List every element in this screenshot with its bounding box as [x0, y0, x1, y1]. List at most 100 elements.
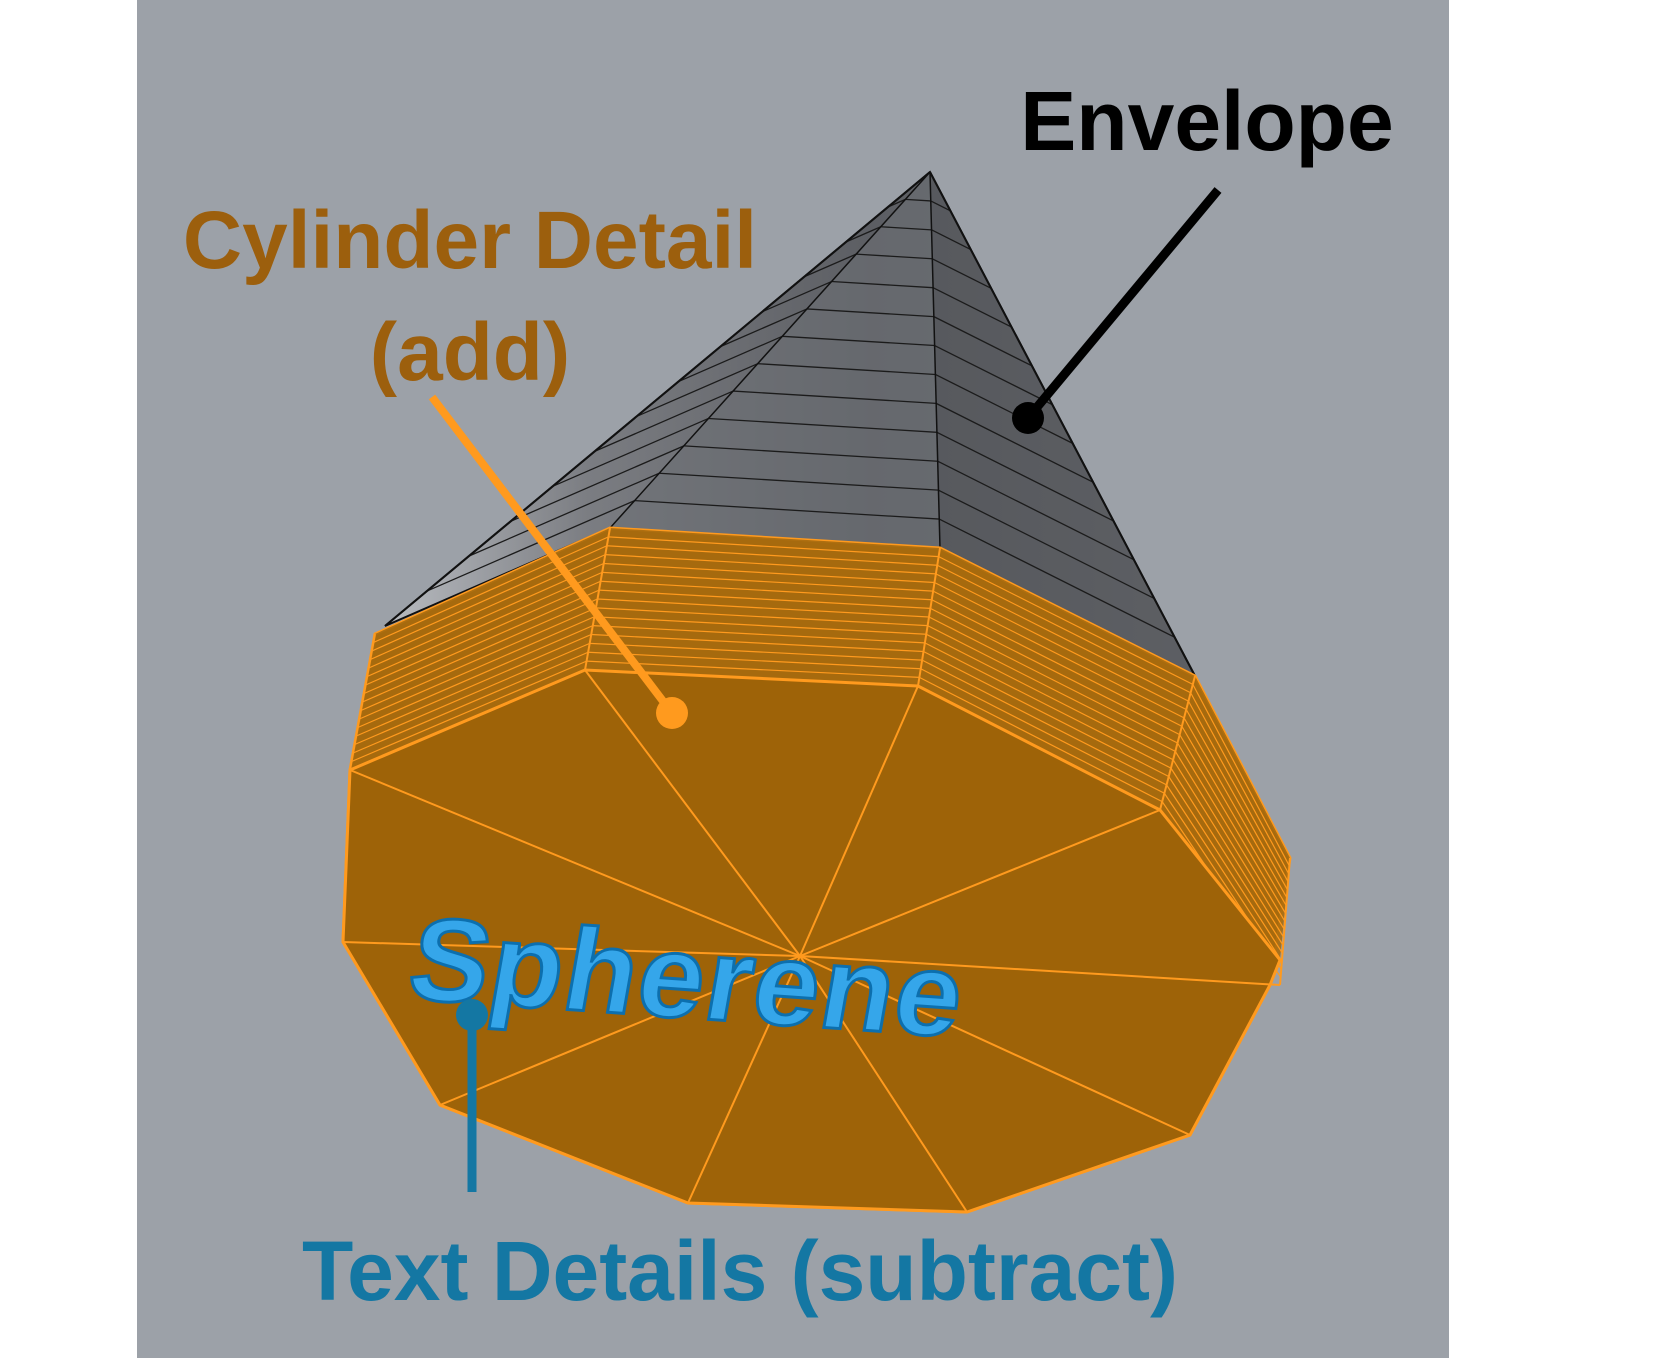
- mesh-line: [552, 417, 709, 487]
- mesh-line: [599, 589, 931, 609]
- mesh-line: [1166, 784, 1283, 962]
- cylinder-leader-line: [428, 394, 676, 716]
- mesh-line: [591, 633, 924, 653]
- mesh-line: [880, 226, 932, 231]
- mesh-line: [932, 287, 1012, 328]
- mesh-line: [602, 571, 934, 592]
- mesh-line: [921, 659, 1167, 786]
- mesh-line: [932, 258, 992, 289]
- cone-envelope: [384, 170, 1198, 679]
- mesh-line: [468, 472, 660, 557]
- envelope-leader-line: [1024, 187, 1222, 421]
- mesh-line: [588, 651, 921, 670]
- mesh-line: [1183, 717, 1288, 898]
- mesh-line: [354, 642, 590, 746]
- mesh-line: [803, 253, 857, 278]
- mesh-line: [845, 226, 882, 243]
- envelope-label: Envelope: [1020, 74, 1393, 168]
- mesh-line: [356, 633, 592, 737]
- mesh-line: [634, 499, 940, 520]
- cylinder-detail-label-line1: Cylinder Detail: [183, 195, 757, 286]
- mesh-line: [1179, 734, 1287, 914]
- mesh-line: [426, 500, 635, 592]
- mesh-line: [359, 616, 595, 720]
- mesh-line: [935, 573, 1189, 702]
- mesh-line: [659, 472, 939, 491]
- mesh-line: [935, 402, 1094, 483]
- mesh-line: [357, 625, 594, 729]
- mesh-line: [1187, 700, 1289, 883]
- mesh-line: [932, 590, 1185, 719]
- mesh-line: [935, 373, 1073, 444]
- mesh-line: [606, 545, 938, 566]
- mesh-line: [905, 198, 931, 202]
- mesh-line: [366, 571, 603, 678]
- mesh-line: [937, 460, 1135, 561]
- mesh-line: [806, 308, 934, 318]
- mesh-line: [934, 581, 1187, 711]
- mesh-line: [925, 633, 1174, 761]
- mesh-line: [600, 580, 932, 601]
- mesh-line: [589, 642, 923, 661]
- mesh-line: [352, 651, 589, 754]
- mesh-line: [594, 616, 927, 635]
- mesh-line: [856, 253, 933, 260]
- mesh-line: [1168, 776, 1284, 954]
- mesh-line: [931, 229, 972, 251]
- mesh-line: [1185, 709, 1289, 891]
- mesh-line: [762, 280, 832, 313]
- mesh-line: [924, 642, 1172, 769]
- mesh-line: [1174, 751, 1285, 930]
- mesh-line: [1181, 725, 1287, 906]
- mesh-line: [1172, 759, 1285, 938]
- mesh-line: [720, 308, 808, 348]
- mesh-line: [351, 660, 587, 763]
- mesh-line: [919, 676, 1163, 803]
- mesh-line: [928, 616, 1178, 744]
- mesh-line: [594, 390, 734, 452]
- mesh-line: [708, 417, 937, 433]
- mesh-line: [603, 562, 935, 584]
- mesh-line: [938, 556, 1194, 685]
- mesh-line: [938, 489, 1155, 600]
- mesh-line: [831, 280, 934, 289]
- mesh-line: [597, 598, 930, 618]
- cylinder-leader-dot: [656, 697, 688, 729]
- mesh-line: [1192, 684, 1290, 867]
- mesh-line: [931, 599, 1183, 727]
- mesh-line: [938, 518, 1175, 638]
- mesh-line: [595, 607, 928, 627]
- cylinder-detail: [341, 526, 1292, 1214]
- mesh-line: [510, 445, 685, 522]
- mesh-line: [592, 625, 925, 644]
- mesh-line: [683, 445, 938, 462]
- mesh-line: [360, 607, 597, 712]
- mesh-line: [678, 335, 783, 383]
- mesh-line: [757, 363, 936, 376]
- mesh-line: [605, 554, 936, 575]
- mesh-line: [1170, 767, 1284, 946]
- cylinder-detail-label-line2: (add): [370, 307, 570, 398]
- mesh-line: [933, 316, 1033, 367]
- mesh-line: [368, 562, 604, 669]
- mesh-line: [920, 668, 1165, 794]
- mesh-line: [373, 536, 609, 644]
- mesh-line: [1176, 742, 1286, 922]
- mesh-line: [371, 545, 608, 652]
- mesh-line: [936, 431, 1114, 522]
- mesh-line: [934, 344, 1053, 406]
- envelope-leader-dot: [1012, 402, 1044, 434]
- text-leader-dot: [456, 999, 488, 1031]
- mesh-line: [586, 660, 920, 678]
- mesh-line: [365, 580, 601, 686]
- text-details-label: Text Details (subtract): [302, 1224, 1178, 1318]
- mesh-line: [927, 625, 1176, 752]
- mesh-line: [608, 536, 939, 558]
- mesh-line: [363, 589, 600, 695]
- mesh-line: [362, 598, 598, 703]
- mesh-line: [733, 390, 937, 405]
- mesh-line: [636, 363, 758, 418]
- mesh-line: [1190, 692, 1290, 875]
- mesh-line: [930, 607, 1180, 736]
